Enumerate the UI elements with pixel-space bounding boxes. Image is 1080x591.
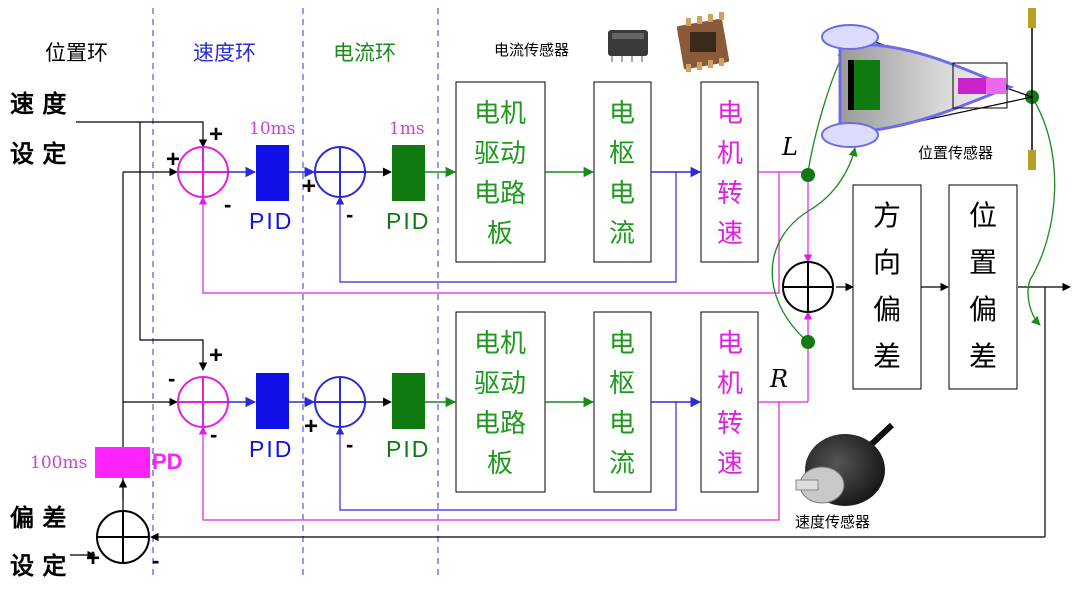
driver-board-text-left-4: 板: [487, 219, 513, 249]
current-loop-heading: 电流环: [333, 41, 396, 65]
direction-deviation-text-4: 差: [873, 340, 901, 373]
motor-speed-text-left-1: 电: [717, 99, 743, 129]
speed-pid-block-left: [256, 145, 289, 201]
speed-pid-label-left: PID: [249, 208, 293, 234]
position-deviation-text-4: 差: [969, 340, 997, 373]
current-sensor-board-icon: [676, 12, 730, 72]
sign-current-right-left: +: [304, 413, 318, 440]
armature-text-right-4: 流: [609, 449, 635, 479]
position-loop-heading: 位置环: [45, 41, 108, 65]
motor-speed-text-right-2: 机: [717, 369, 743, 399]
driver-board-text-left-3: 电路: [474, 179, 526, 209]
direction-deviation-box: [852, 184, 922, 390]
sign-current-right-bottom: -: [346, 432, 353, 457]
speed-pid-block-right: [256, 373, 289, 429]
sign-current-left-bottom: -: [346, 202, 353, 227]
motor-speed-text-left-3: 转: [717, 179, 743, 209]
armature-text-left-3: 电: [609, 179, 635, 209]
speed-sensor-label: 速度传感器: [795, 513, 870, 531]
current-pid-label-left: PID: [386, 208, 430, 234]
right-channel-label: R: [769, 365, 788, 393]
armature-text-left-1: 电: [609, 99, 635, 129]
sign-deviation-left: +: [86, 545, 100, 572]
motor-speed-box-right: [700, 311, 759, 493]
position-deviation-text-3: 偏: [969, 293, 997, 326]
driver-board-text-right-4: 板: [487, 449, 513, 479]
speed-encoder-icon: [795, 422, 895, 506]
sensor-node-left: [801, 168, 815, 182]
armature-current-box-right: [593, 311, 652, 493]
current-pid-label-right: PID: [386, 436, 430, 462]
motor-speed-text-right-1: 电: [717, 329, 743, 359]
motor-speed-text-left-2: 机: [717, 139, 743, 169]
position-deviation-text-2: 置: [969, 246, 997, 279]
pd-label: PD: [152, 449, 183, 474]
driver-board-box-left: [455, 81, 546, 263]
deviation-setpoint-label-2: 设 定: [10, 551, 66, 580]
direction-deviation-text-3: 偏: [873, 293, 901, 326]
direction-deviation-text-2: 向: [873, 246, 901, 279]
armature-text-right-2: 枢: [609, 369, 635, 399]
sign-speed-left-left: +: [166, 146, 180, 173]
position-deviation-box: [948, 184, 1018, 390]
position-sensor-label: 位置传感器: [918, 144, 993, 162]
armature-text-right-3: 电: [609, 409, 635, 439]
current-period-label: 1ms: [389, 119, 425, 139]
position-deviation-text-1: 位: [969, 199, 997, 232]
armature-text-left-4: 流: [609, 219, 635, 249]
motor-speed-text-right-4: 速: [717, 449, 743, 479]
driver-board-text-left-2: 驱动: [474, 139, 526, 169]
sign-deviation-right: -: [152, 548, 159, 573]
current-pid-block-left: [392, 145, 425, 201]
lower-channel: [177, 311, 813, 521]
sensor-node-right: [801, 335, 815, 349]
sign-speed-right-left: -: [168, 366, 175, 391]
current-sensor-chip-icon: [608, 30, 648, 62]
direction-deviation-text-1: 方: [873, 199, 901, 232]
sign-speed-left-top: +: [209, 121, 223, 148]
driver-board-text-right-1: 电机: [474, 329, 526, 359]
driver-board-text-right-3: 电路: [474, 409, 526, 439]
car-illustration: [821, 8, 1036, 170]
left-channel-label: L: [781, 133, 798, 161]
driver-board-box-right: [455, 311, 546, 493]
armature-text-right-1: 电: [609, 329, 635, 359]
speed-setpoint-label-2: 设 定: [10, 139, 66, 168]
upper-channel: [177, 81, 813, 294]
sign-speed-right-bottom: -: [210, 422, 217, 447]
motor-speed-text-right-3: 转: [717, 409, 743, 439]
speed-pid-label-right: PID: [249, 436, 293, 462]
driver-board-text-left-1: 电机: [474, 99, 526, 129]
armature-text-left-2: 枢: [609, 139, 635, 169]
sign-speed-left-bottom: -: [224, 192, 231, 217]
current-pid-block-right: [392, 373, 425, 429]
armature-current-box-left: [593, 81, 652, 263]
pd-period-label: 100ms: [30, 453, 87, 473]
pd-block: [95, 447, 150, 478]
current-sensor-label: 电流传感器: [494, 41, 569, 59]
sign-current-left-left: +: [302, 173, 316, 200]
speed-setpoint-label-1: 速 度: [10, 89, 67, 118]
column-separators: [152, 8, 439, 580]
deviation-setpoint-label-1: 偏 差: [10, 503, 66, 532]
setpoint-wiring: [70, 121, 1071, 560]
motor-speed-text-left-4: 速: [717, 219, 743, 249]
sign-speed-right-top: +: [209, 342, 223, 369]
speed-period-label: 10ms: [249, 119, 295, 139]
speed-loop-heading: 速度环: [193, 41, 256, 65]
driver-board-text-right-2: 驱动: [474, 369, 526, 399]
